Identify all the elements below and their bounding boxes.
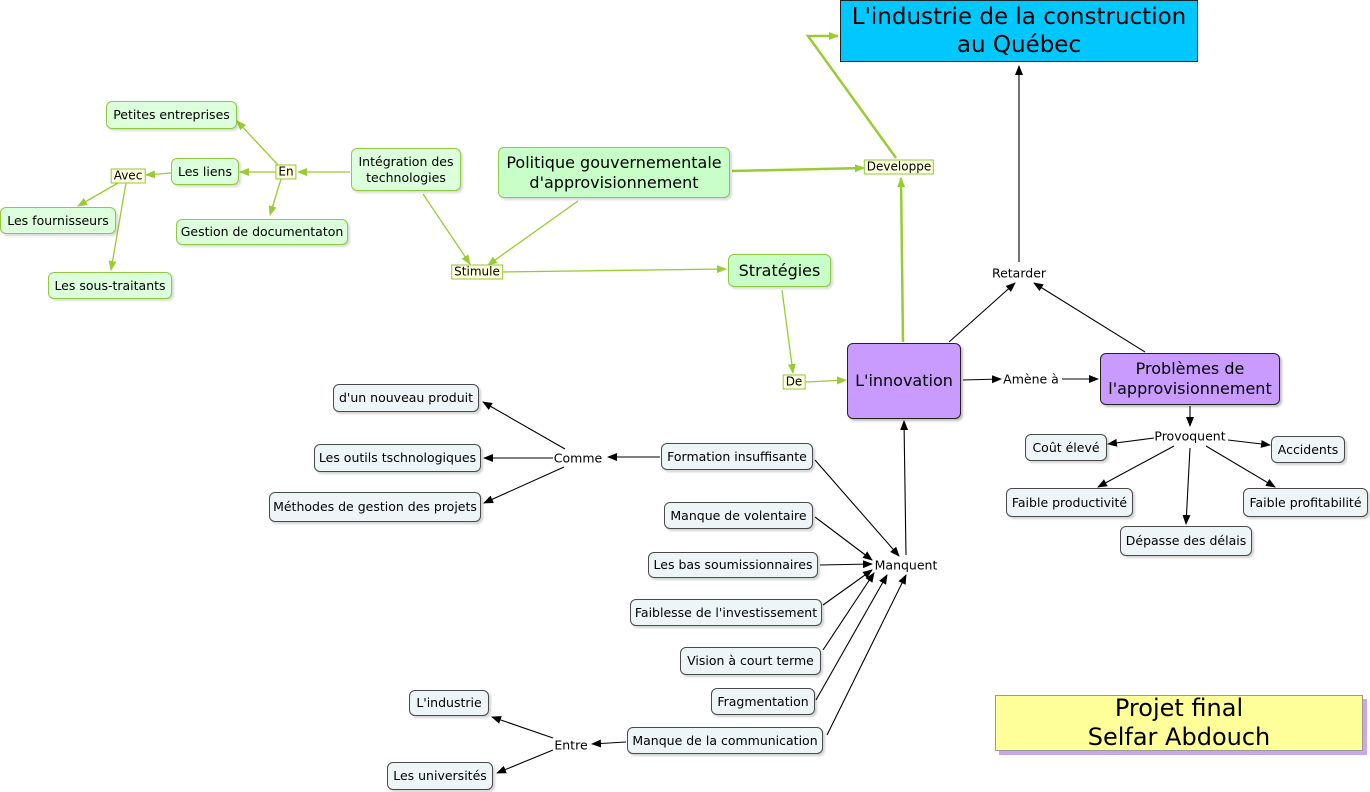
node-petites-entreprises[interactable]: Petites entreprises xyxy=(106,101,237,129)
label-en: En xyxy=(275,164,297,180)
link-provoquent-faibleprod xyxy=(1097,445,1175,488)
credit-line-2: Selfar Abdouch xyxy=(1087,723,1271,751)
link-formation-manquent xyxy=(814,459,900,557)
link-avec-fournisseurs xyxy=(77,182,119,207)
title-line-1: L'industrie de la construction xyxy=(851,3,1187,30)
node-depasse-delais[interactable]: Dépasse des délais xyxy=(1120,526,1252,556)
node-fragmentation[interactable]: Fragmentation xyxy=(711,688,815,715)
link-manquecomm-entre xyxy=(591,739,627,748)
credit-node[interactable]: Projet final Selfar Abdouch xyxy=(995,693,1363,751)
node-vision-court-terme[interactable]: Vision à court terme xyxy=(680,647,821,675)
link-en-petites xyxy=(236,120,279,166)
link-bassoum-manquent xyxy=(819,560,873,569)
link-integration-stimule xyxy=(422,193,471,265)
label-de: De xyxy=(782,374,806,390)
node-industrie[interactable]: L'industrie xyxy=(409,690,489,716)
node-faible-productivite[interactable]: Faible productivité xyxy=(1006,488,1133,517)
link-provoquent-accidents xyxy=(1227,439,1271,448)
node-accidents[interactable]: Accidents xyxy=(1271,436,1345,463)
link-entre-universites xyxy=(496,749,554,774)
link-entre-industrie xyxy=(491,716,554,739)
node-nouveau-produit[interactable]: d'un nouveau produit xyxy=(333,384,479,412)
link-politique-stimule xyxy=(487,200,579,266)
link-en-gestion xyxy=(268,178,282,216)
node-fournisseurs[interactable]: Les fournisseurs xyxy=(0,207,116,234)
link-provoquent-depasse xyxy=(1182,447,1191,525)
link-innovation-developpe xyxy=(897,177,906,343)
label-entre: Entre xyxy=(554,737,588,753)
link-liens-avec xyxy=(145,170,172,179)
title-line-2: au Québec xyxy=(956,32,1082,58)
node-methodes-gestion[interactable]: Méthodes de gestion des projets xyxy=(269,492,481,522)
label-manquent: Manquent xyxy=(874,557,938,573)
link-comme-nouveau xyxy=(482,401,566,450)
link-manquecomm-manquent xyxy=(826,574,907,736)
problemes-line-2: l'approvisionnement xyxy=(1108,379,1272,398)
node-integration[interactable]: Intégration des technologies xyxy=(351,148,461,191)
node-sous-traitants[interactable]: Les sous-traitants xyxy=(48,272,172,299)
node-manque-communication[interactable]: Manque de la communication xyxy=(627,727,823,754)
link-provoquent-faibleprof xyxy=(1205,445,1276,488)
node-problemes[interactable]: Problèmes de l'approvisionnement xyxy=(1100,353,1280,405)
link-fragmentation-manquent xyxy=(815,574,888,701)
link-volentaire-manquent xyxy=(814,516,873,561)
link-vision-manquent xyxy=(822,572,875,651)
link-provoquent-cout xyxy=(1107,437,1155,447)
node-les-liens[interactable]: Les liens xyxy=(171,158,239,185)
link-innovation-retarder xyxy=(948,282,1016,343)
politique-line-1: Politique gouvernementale xyxy=(506,152,722,172)
node-universites[interactable]: Les universités xyxy=(387,762,493,790)
credit-line-1: Projet final xyxy=(1114,693,1244,722)
label-retarder: Retarder xyxy=(991,265,1047,281)
label-comme: Comme xyxy=(553,450,603,466)
link-problemes-retarder xyxy=(1033,282,1146,353)
node-formation-insuffisante[interactable]: Formation insuffisante xyxy=(661,443,813,470)
node-politique[interactable]: Politique gouvernementale d'approvisionn… xyxy=(498,147,730,198)
node-cout-eleve[interactable]: Coût élevé xyxy=(1025,434,1107,461)
link-politique-developpe xyxy=(731,164,865,173)
politique-line-2: d'approvisionnement xyxy=(529,172,699,192)
node-bas-soumissionnaires[interactable]: Les bas soumissionnaires xyxy=(648,552,818,578)
link-faiblesse-manquent xyxy=(822,569,873,606)
title-node[interactable]: L'industrie de la construction au Québec xyxy=(840,0,1198,62)
link-stimule-strategies xyxy=(499,265,727,274)
link-manquent-innovation xyxy=(900,420,909,556)
link-strategies-de xyxy=(781,289,796,374)
link-comme-methodes xyxy=(483,466,565,504)
node-faible-profitabilite[interactable]: Faible profitabilité xyxy=(1243,488,1368,517)
link-innovation-amene xyxy=(962,375,1002,384)
label-avec: Avec xyxy=(110,168,146,184)
link-avec-soustraitants xyxy=(108,182,127,271)
integration-line-1: Intégration des xyxy=(358,153,454,169)
node-outils-technologiques[interactable]: Les outils tschnologiques xyxy=(314,444,481,472)
node-innovation[interactable]: L'innovation xyxy=(847,343,961,419)
link-developpe-title xyxy=(805,32,898,159)
node-manque-volentaire[interactable]: Manque de volentaire xyxy=(664,502,813,529)
label-stimule: Stimule xyxy=(451,264,503,280)
node-faiblesse-investissement[interactable]: Faiblesse de l'investissement xyxy=(630,599,822,626)
label-amene: Amène à xyxy=(1003,371,1059,387)
node-strategies[interactable]: Stratégies xyxy=(728,254,831,287)
node-gestion-documentation[interactable]: Gestion de documentaton xyxy=(176,219,348,245)
label-provoquent: Provoquent xyxy=(1154,428,1226,444)
problemes-line-1: Problèmes de xyxy=(1135,359,1245,378)
label-developpe: Developpe xyxy=(863,159,935,175)
link-de-innovation xyxy=(805,376,847,385)
integration-line-2: technologies xyxy=(366,169,446,185)
